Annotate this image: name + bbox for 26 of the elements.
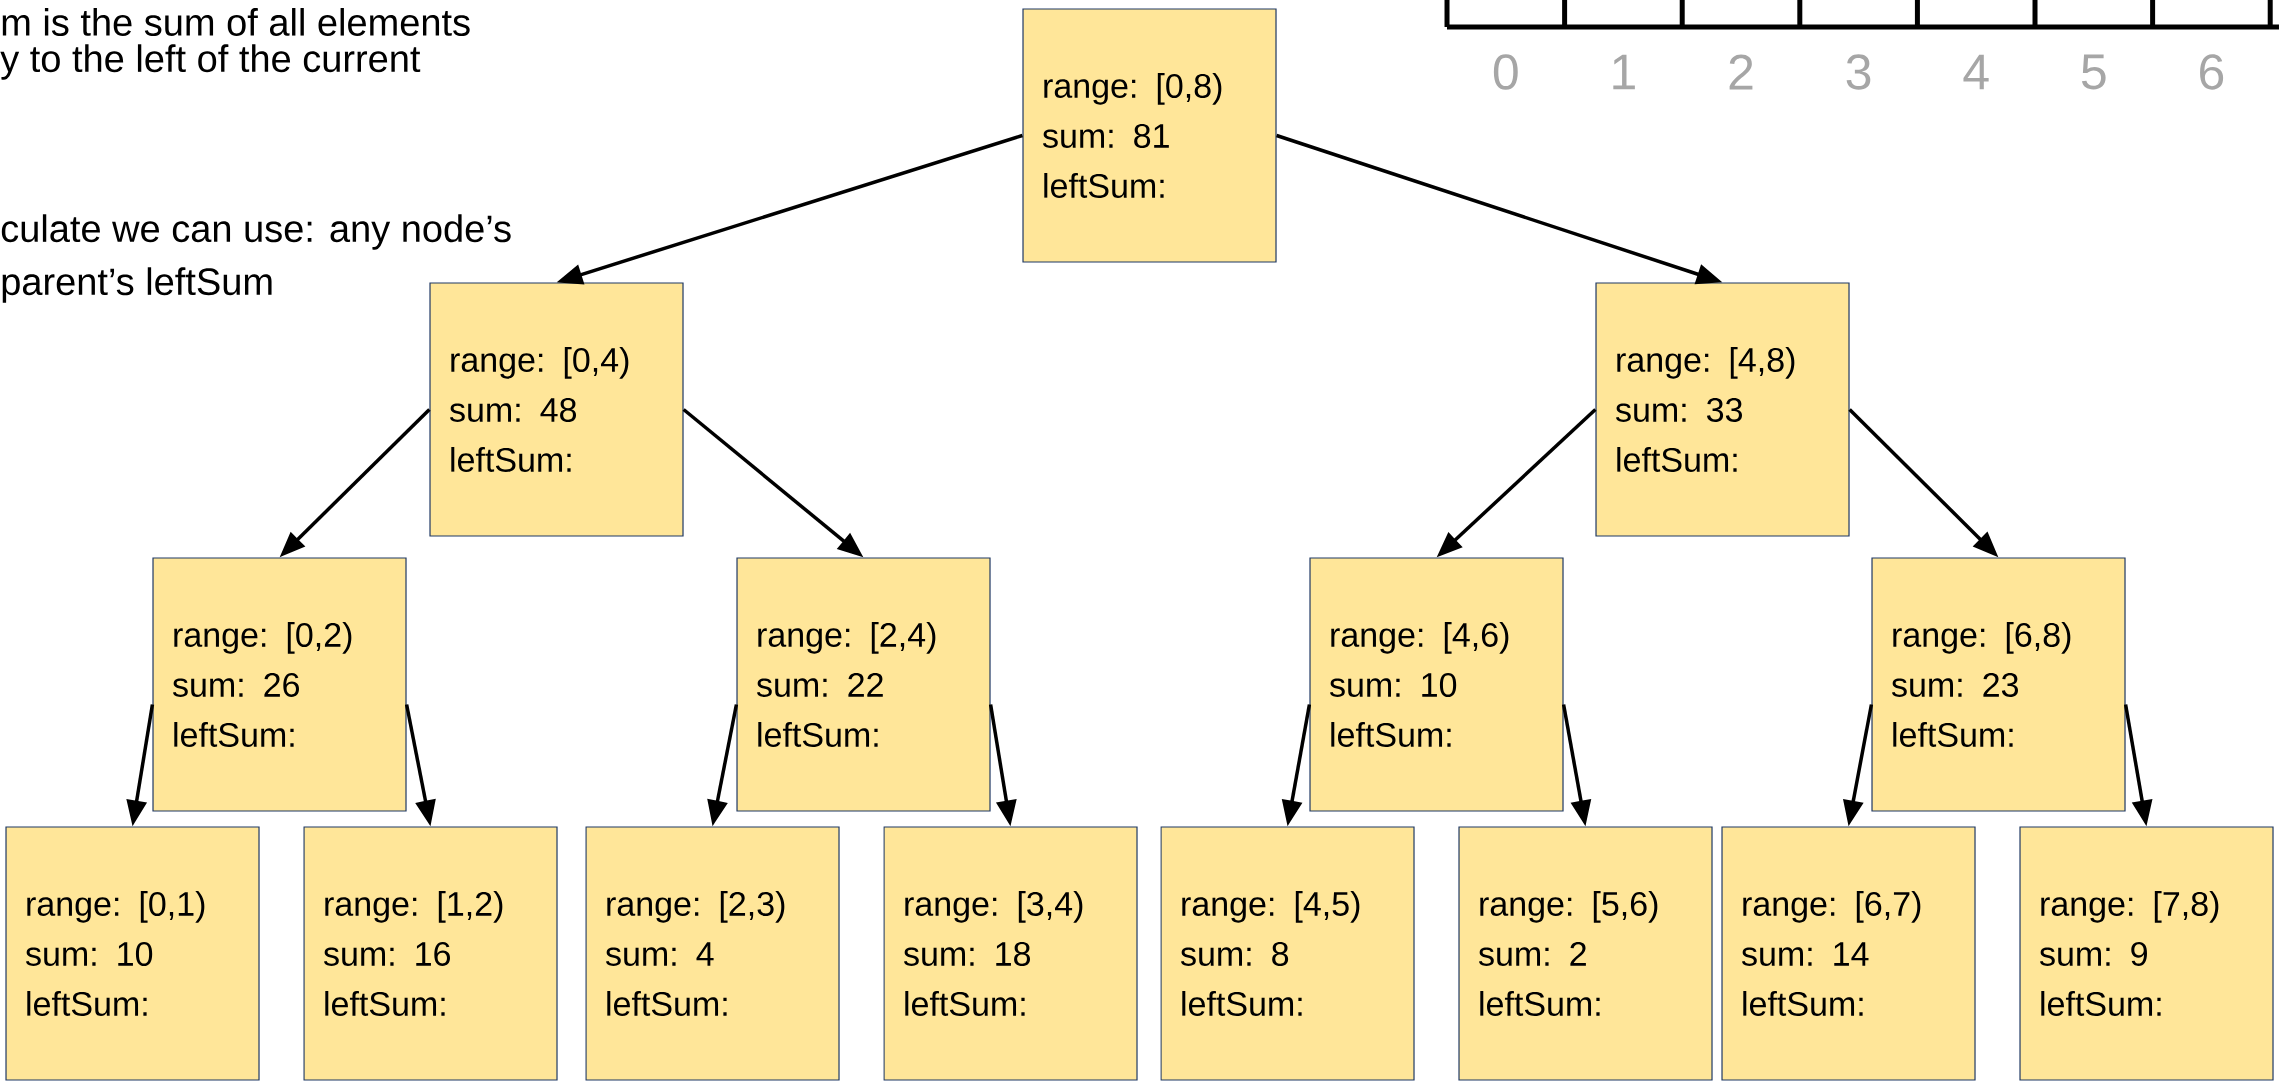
range-box: range: [1,2) sum: 16 leftSum: bbox=[303, 826, 558, 1081]
range-box: range: [4,6) sum: 10 leftSum: bbox=[1309, 557, 1564, 812]
index-label: 3 bbox=[1846, 54, 1871, 90]
text-line: m is the sum of all elements bbox=[2, 8, 470, 36]
range-box: range: [4,8) sum: 33 leftSum: bbox=[1595, 282, 1850, 537]
range-box: range: [0,8) sum: 81 leftSum: bbox=[1022, 8, 1277, 263]
range-box: range: [2,3) sum: 4 leftSum: bbox=[585, 826, 840, 1081]
index-label: 0 bbox=[1493, 54, 1518, 90]
text-line: culate we can use: any node’s bbox=[1, 214, 511, 250]
range-box: range: [4,5) sum: 8 leftSum: bbox=[1160, 826, 1415, 1081]
text-line: parent’s leftSum bbox=[2, 267, 272, 303]
range-box: range: [6,8) sum: 23 leftSum: bbox=[1871, 557, 2126, 812]
range-box: range: [2,4) sum: 22 leftSum: bbox=[736, 557, 991, 812]
text-line: y to the left of the current bbox=[0, 44, 421, 80]
range-box: range: [0,4) sum: 48 leftSum: bbox=[429, 282, 684, 537]
range-box: range: [5,6) sum: 2 leftSum: bbox=[1458, 826, 1713, 1081]
range-box: range: [0,1) sum: 10 leftSum: bbox=[5, 826, 260, 1081]
range-box: range: [7,8) sum: 9 leftSum: bbox=[2019, 826, 2274, 1081]
index-label: 6 bbox=[2200, 54, 2224, 90]
range-box: range: [0,2) sum: 26 leftSum: bbox=[152, 557, 407, 812]
index-label: 5 bbox=[2081, 54, 2106, 90]
range-box: range: [3,4) sum: 18 leftSum: bbox=[883, 826, 1138, 1081]
index-label: 2 bbox=[1729, 54, 1753, 90]
index-label: 4 bbox=[1963, 54, 1989, 90]
index-label: 1 bbox=[1613, 54, 1635, 90]
range-box: range: [6,7) sum: 14 leftSum: bbox=[1721, 826, 1976, 1081]
